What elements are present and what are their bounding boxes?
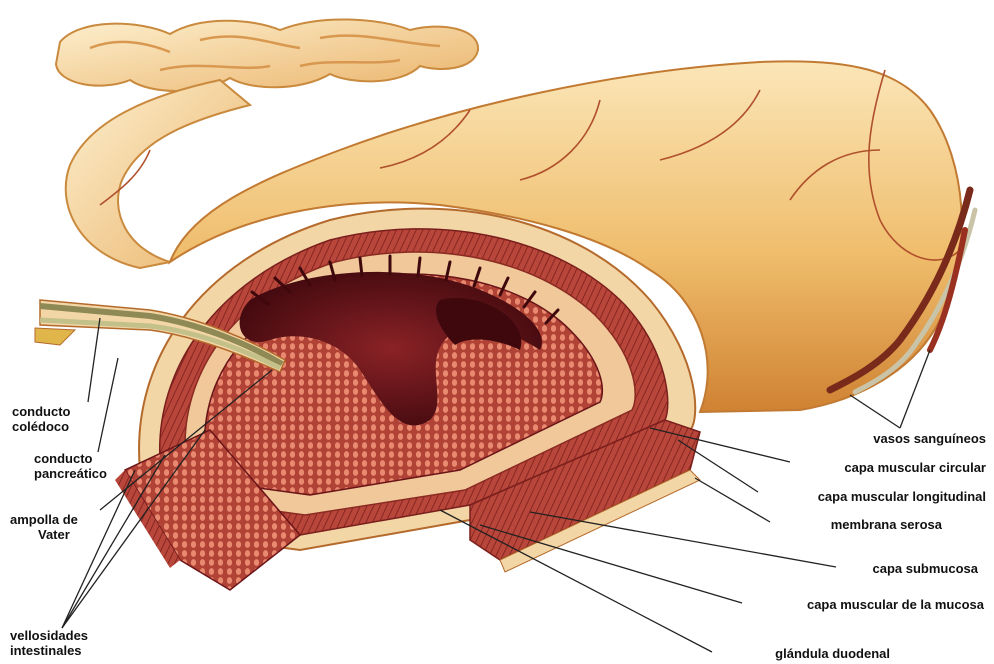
label-ampolla-de-vater-line2: Vater xyxy=(10,527,78,542)
label-conducto-pancreatico-line2: pancreático xyxy=(34,466,107,481)
label-vellosidades-intestinales-line1: vellosidades xyxy=(10,628,88,643)
label-capa-muscular-longitudinal: capa muscular longitudinal xyxy=(818,489,986,504)
intestine-loop xyxy=(66,80,250,268)
label-conducto-pancreatico-line1: conducto xyxy=(34,451,107,466)
label-conducto-coledoco-line1: conducto xyxy=(12,404,71,419)
label-capa-muscular-circular: capa muscular circular xyxy=(844,460,986,475)
label-conducto-coledoco-line2: colédoco xyxy=(12,419,71,434)
label-conducto-coledoco: conducto colédoco xyxy=(12,404,71,434)
label-ampolla-de-vater-line1: ampolla de xyxy=(10,512,78,527)
label-membrana-serosa: membrana serosa xyxy=(831,517,942,532)
label-capa-submucosa: capa submucosa xyxy=(873,561,979,576)
label-vellosidades-intestinales-line2: intestinales xyxy=(10,643,88,658)
label-capa-muscular-de-la-mucosa: capa muscular de la mucosa xyxy=(807,597,984,612)
label-vellosidades-intestinales: vellosidades intestinales xyxy=(10,628,88,658)
label-ampolla-de-vater: ampolla de Vater xyxy=(10,512,78,542)
label-glandula-duodenal: glándula duodenal xyxy=(775,646,890,661)
label-vasos-sanguineos: vasos sanguíneos xyxy=(873,431,986,446)
intestine-coils xyxy=(56,19,478,91)
label-conducto-pancreatico: conducto pancreático xyxy=(34,451,107,481)
